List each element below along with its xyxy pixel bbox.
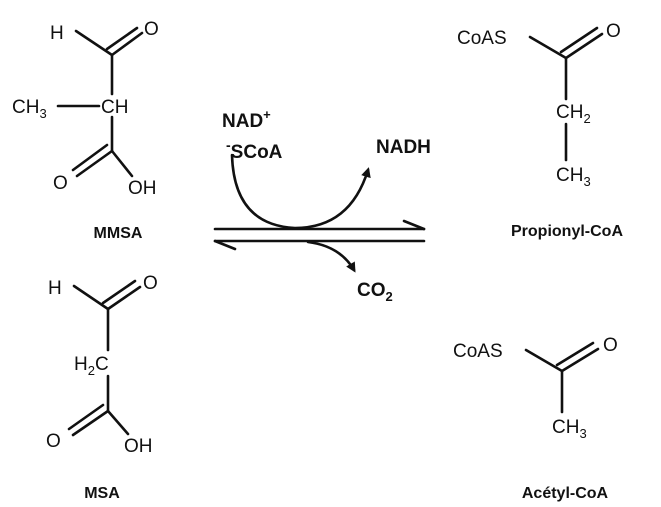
equilibrium-arrows <box>213 219 426 251</box>
msa-carbonyl-oxygen: O <box>46 431 61 452</box>
msa-aldehyde-oxygen: O <box>143 273 158 294</box>
mmsa-structure: H O CH3 CH O OH MMSA <box>12 19 159 242</box>
msa-structure: H O H2C O OH MSA <box>46 273 158 502</box>
propionyl-coa-thioester-coas: CoAS <box>457 28 507 49</box>
forward-arrow-head <box>402 219 426 231</box>
coenzyme-a-thiolate-label: -SCoA <box>226 137 283 163</box>
reverse-arrow-head <box>213 239 237 251</box>
msa-bonds <box>67 279 142 437</box>
propionyl-coa-label: Propionyl-CoA <box>511 223 623 240</box>
mmsa-hydroxyl-group: OH <box>128 178 157 199</box>
propionyl-coa-structure: CoAS O CH2 CH3 Propionyl-CoA <box>457 21 623 240</box>
msa-hydroxyl-group: OH <box>124 436 153 457</box>
mmsa-methyl-group: CH3 <box>12 97 47 121</box>
acetyl-coa-carbonyl-oxygen: O <box>603 335 618 356</box>
mmsa-methine-group: CH <box>101 97 128 118</box>
mmsa-label: MMSA <box>94 225 143 242</box>
mmsa-bonds <box>56 26 144 178</box>
acetyl-coa-structure: CoAS O CH3 Acétyl-CoA <box>453 335 618 502</box>
mmsa-aldehyde-oxygen: O <box>144 19 159 40</box>
propionyl-coa-bonds <box>528 26 604 162</box>
acetyl-coa-label: Acétyl-CoA <box>522 485 609 502</box>
cofactor-curved-arrow <box>230 153 371 230</box>
mmsa-hydrogen: H <box>50 23 64 44</box>
mmsa-carbonyl-oxygen: O <box>53 173 68 194</box>
nadh-label: NADH <box>376 137 431 158</box>
acetyl-coa-thioester-coas: CoAS <box>453 341 503 362</box>
propionyl-coa-methyl-group: CH3 <box>556 165 591 189</box>
msa-hydrogen: H <box>48 278 62 299</box>
nad-plus-label: NAD+ <box>222 107 271 132</box>
co2-label: CO2 <box>357 280 393 304</box>
acetyl-coa-methyl-group: CH3 <box>552 417 587 441</box>
propionyl-coa-methylene-group: CH2 <box>556 102 591 126</box>
co2-release-arrow <box>306 240 356 273</box>
acetyl-coa-bonds <box>524 341 600 414</box>
propionyl-coa-carbonyl-oxygen: O <box>606 21 621 42</box>
msa-label: MSA <box>84 485 120 502</box>
msa-methylene-group: H2C <box>74 354 109 378</box>
